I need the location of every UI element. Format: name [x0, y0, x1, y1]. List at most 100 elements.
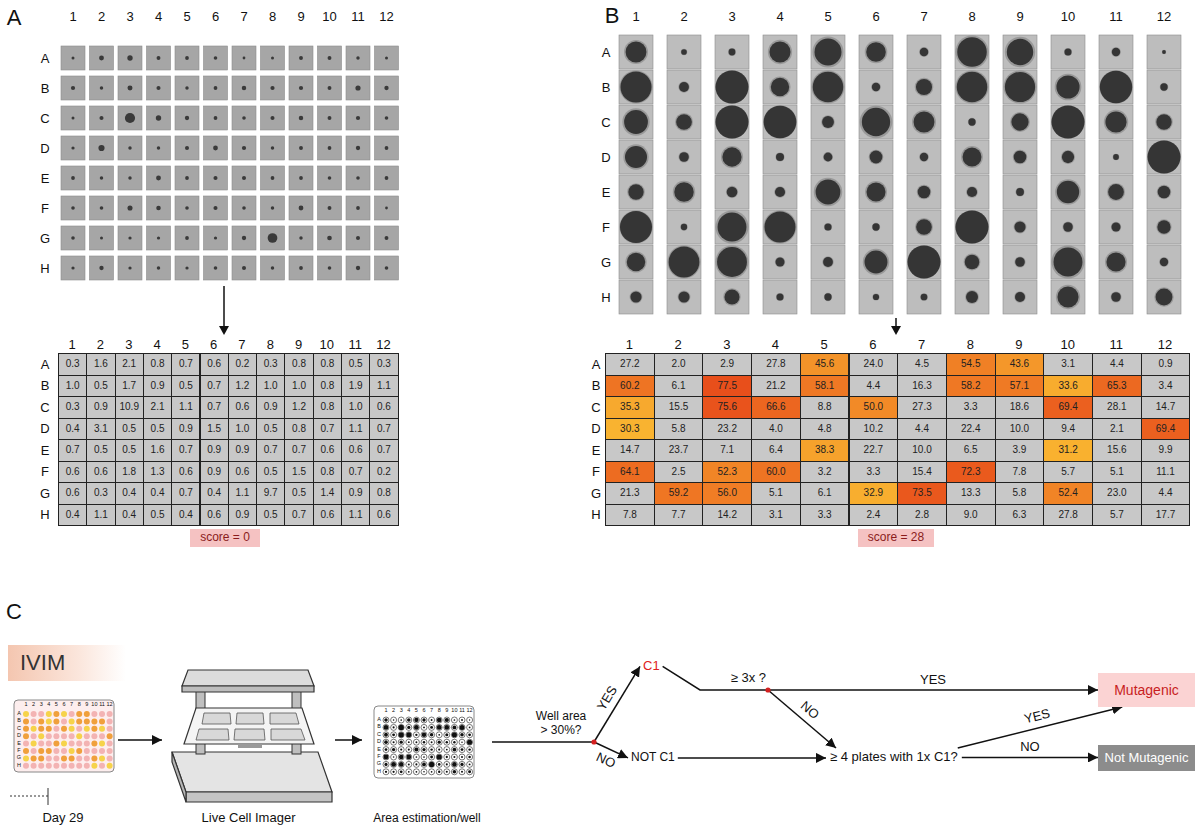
- colony: [328, 266, 332, 270]
- colony-halo: [1014, 256, 1025, 267]
- colony-halo: [1061, 150, 1075, 164]
- colony: [769, 41, 790, 62]
- well-image: [667, 175, 701, 209]
- table-cell: 2.8: [897, 504, 947, 527]
- colony: [1156, 289, 1173, 306]
- table-cell: 1.2: [228, 375, 257, 398]
- colony-halo: [764, 211, 797, 244]
- column-number: 5: [182, 338, 189, 351]
- plate-column-number: 9: [85, 702, 88, 708]
- table-cell: 0.2: [369, 461, 398, 484]
- column-number: 9: [295, 338, 302, 351]
- plate-row-letter: D: [377, 739, 381, 745]
- table-cell: 0.5: [115, 439, 144, 462]
- well-image: [61, 136, 85, 160]
- well-image: [1003, 210, 1037, 244]
- table-cell: 0.9: [228, 439, 257, 462]
- colony: [128, 236, 131, 239]
- table-cell: 5.7: [1092, 504, 1142, 527]
- well-image: [90, 106, 114, 130]
- plate-well: [69, 763, 75, 769]
- plate-well: [46, 755, 52, 761]
- row-letter: B: [41, 82, 50, 95]
- table-cell: 0.6: [171, 461, 200, 484]
- plate-well: [436, 732, 442, 738]
- colony: [214, 86, 218, 90]
- plate-well: [383, 724, 389, 730]
- plate-well: [421, 761, 427, 767]
- table-cell: 4.4: [849, 375, 899, 398]
- table-cell: 0.6: [228, 396, 257, 419]
- well-image: [1051, 210, 1085, 244]
- colony-halo: [681, 49, 688, 56]
- table-cell: 0.6: [313, 504, 342, 527]
- colony: [968, 118, 975, 125]
- node-text: Mutagenic: [1114, 682, 1179, 698]
- node-text: NOT C1: [631, 751, 675, 765]
- row-letter: A: [592, 357, 601, 370]
- plate-well: [444, 724, 450, 730]
- well-image: [289, 136, 313, 160]
- row-letter: H: [591, 508, 600, 521]
- well-image: [175, 196, 199, 220]
- well-area: [422, 763, 426, 767]
- well-image: [118, 166, 142, 190]
- plate-well: [99, 711, 105, 717]
- table-cell: 5.8: [995, 482, 1045, 505]
- well-image: [346, 226, 370, 250]
- well-image: [715, 210, 749, 244]
- well-area: [453, 756, 455, 758]
- plate-well: [38, 726, 44, 732]
- well-image: [318, 76, 342, 100]
- colony: [128, 146, 131, 149]
- table-cell: 0.6: [341, 439, 370, 462]
- table-cell: 10.0: [995, 418, 1045, 441]
- flow-connector: [962, 757, 1098, 759]
- colony: [157, 146, 160, 149]
- colony: [866, 42, 886, 62]
- colony-halo: [865, 181, 887, 203]
- colony: [669, 247, 700, 278]
- plate-well: [383, 739, 389, 745]
- colony: [1016, 188, 1024, 196]
- well-image: [859, 70, 893, 104]
- colony: [268, 233, 278, 243]
- table-cell: 1.1: [341, 418, 370, 441]
- well-image: [90, 76, 114, 100]
- well-image: [811, 105, 845, 139]
- colony: [920, 153, 928, 161]
- plate-column-number: 1: [384, 708, 387, 714]
- colony: [824, 223, 831, 230]
- plate-well: [69, 748, 75, 754]
- colony-halo: [630, 291, 643, 304]
- well-image: [859, 35, 893, 69]
- column-number: 2: [97, 338, 104, 351]
- well-area: [461, 771, 463, 773]
- well-image: [859, 280, 893, 314]
- colony: [71, 206, 75, 210]
- plate-well: [84, 748, 90, 754]
- colony-halo: [716, 71, 749, 104]
- colony: [356, 236, 360, 240]
- table-cell: 0.7: [284, 504, 313, 527]
- colony: [100, 236, 103, 239]
- column-number: 12: [1157, 10, 1171, 23]
- colony: [213, 206, 217, 210]
- colony: [908, 246, 941, 279]
- plate-column-number: 11: [99, 702, 105, 708]
- colony-halo: [915, 78, 934, 97]
- well-image: [118, 106, 142, 130]
- well-image: [375, 256, 399, 280]
- row-letter: D: [601, 151, 610, 164]
- well-area: [468, 748, 470, 750]
- colony: [99, 266, 103, 270]
- colony: [299, 206, 304, 211]
- column-number: 6: [210, 338, 217, 351]
- plate-well: [61, 748, 67, 754]
- well-image: [907, 35, 941, 69]
- well-image: [763, 35, 797, 69]
- well-area: [393, 741, 395, 743]
- colony: [865, 251, 888, 274]
- well-area: [384, 740, 388, 744]
- colony: [71, 86, 75, 90]
